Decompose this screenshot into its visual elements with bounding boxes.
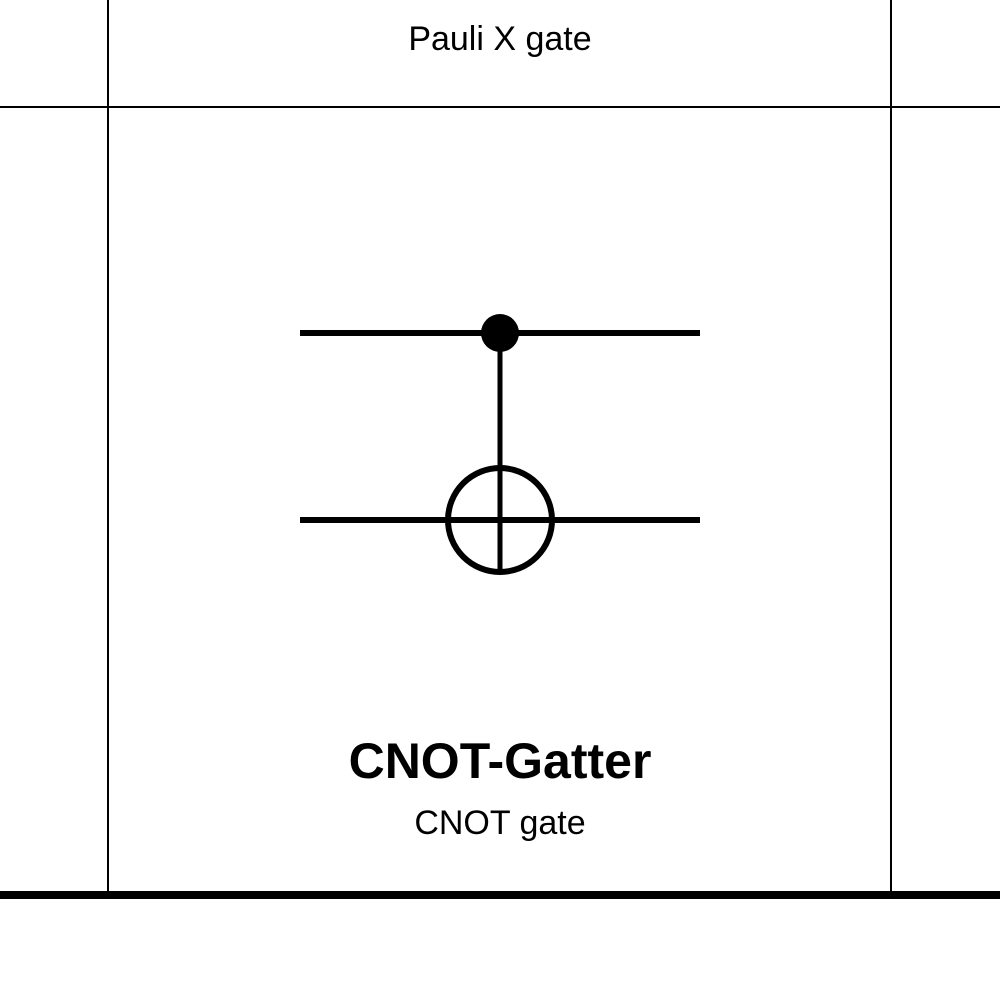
gate-title: CNOT-Gatter (348, 733, 652, 789)
grid-line-right (890, 0, 892, 891)
grid-line-top (0, 106, 1000, 108)
pauli-x-caption: Pauli X gate (408, 20, 592, 58)
grid-line-left (107, 0, 109, 891)
control-dot-icon (481, 314, 519, 352)
gate-subtitle: CNOT gate (414, 804, 586, 842)
grid-line-bottom (0, 891, 1000, 899)
target-xor-icon (445, 465, 555, 575)
